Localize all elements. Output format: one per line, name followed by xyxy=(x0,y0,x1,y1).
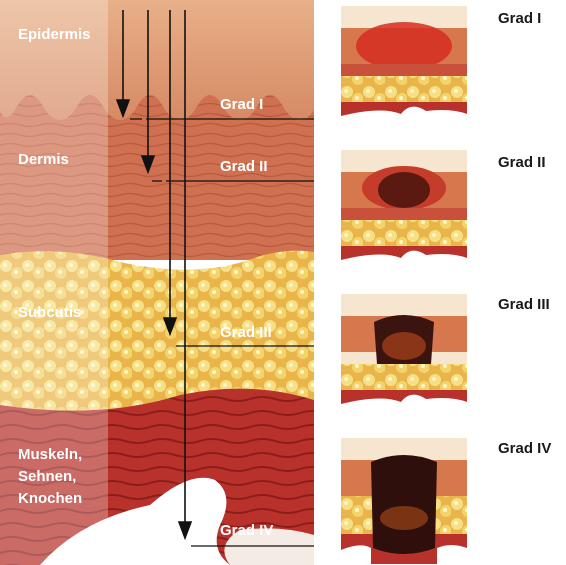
panel-label-4: Grad IV xyxy=(498,440,551,457)
burn-panel-4 xyxy=(341,438,467,564)
layer-label-dermis: Dermis xyxy=(18,149,69,171)
depth-label-3: Grad III xyxy=(220,324,272,341)
burn-panel-2 xyxy=(341,150,467,276)
burn-panel-1 xyxy=(341,6,467,132)
depth-label-2: Grad II xyxy=(220,158,268,175)
layer-label-subcutis: Subcutis xyxy=(18,302,81,324)
burn-panel-3 xyxy=(341,294,467,420)
depth-label-1: Grad I xyxy=(220,96,263,113)
panel-label-1: Grad I xyxy=(498,10,541,27)
panel-label-2: Grad II xyxy=(498,154,546,171)
panel-label-3: Grad III xyxy=(498,296,550,313)
depth-label-4: Grad IV xyxy=(220,522,273,539)
layer-label-epidermis: Epidermis xyxy=(18,24,91,46)
layer-label-muscle: Muskeln, Sehnen, Knochen xyxy=(18,444,82,509)
